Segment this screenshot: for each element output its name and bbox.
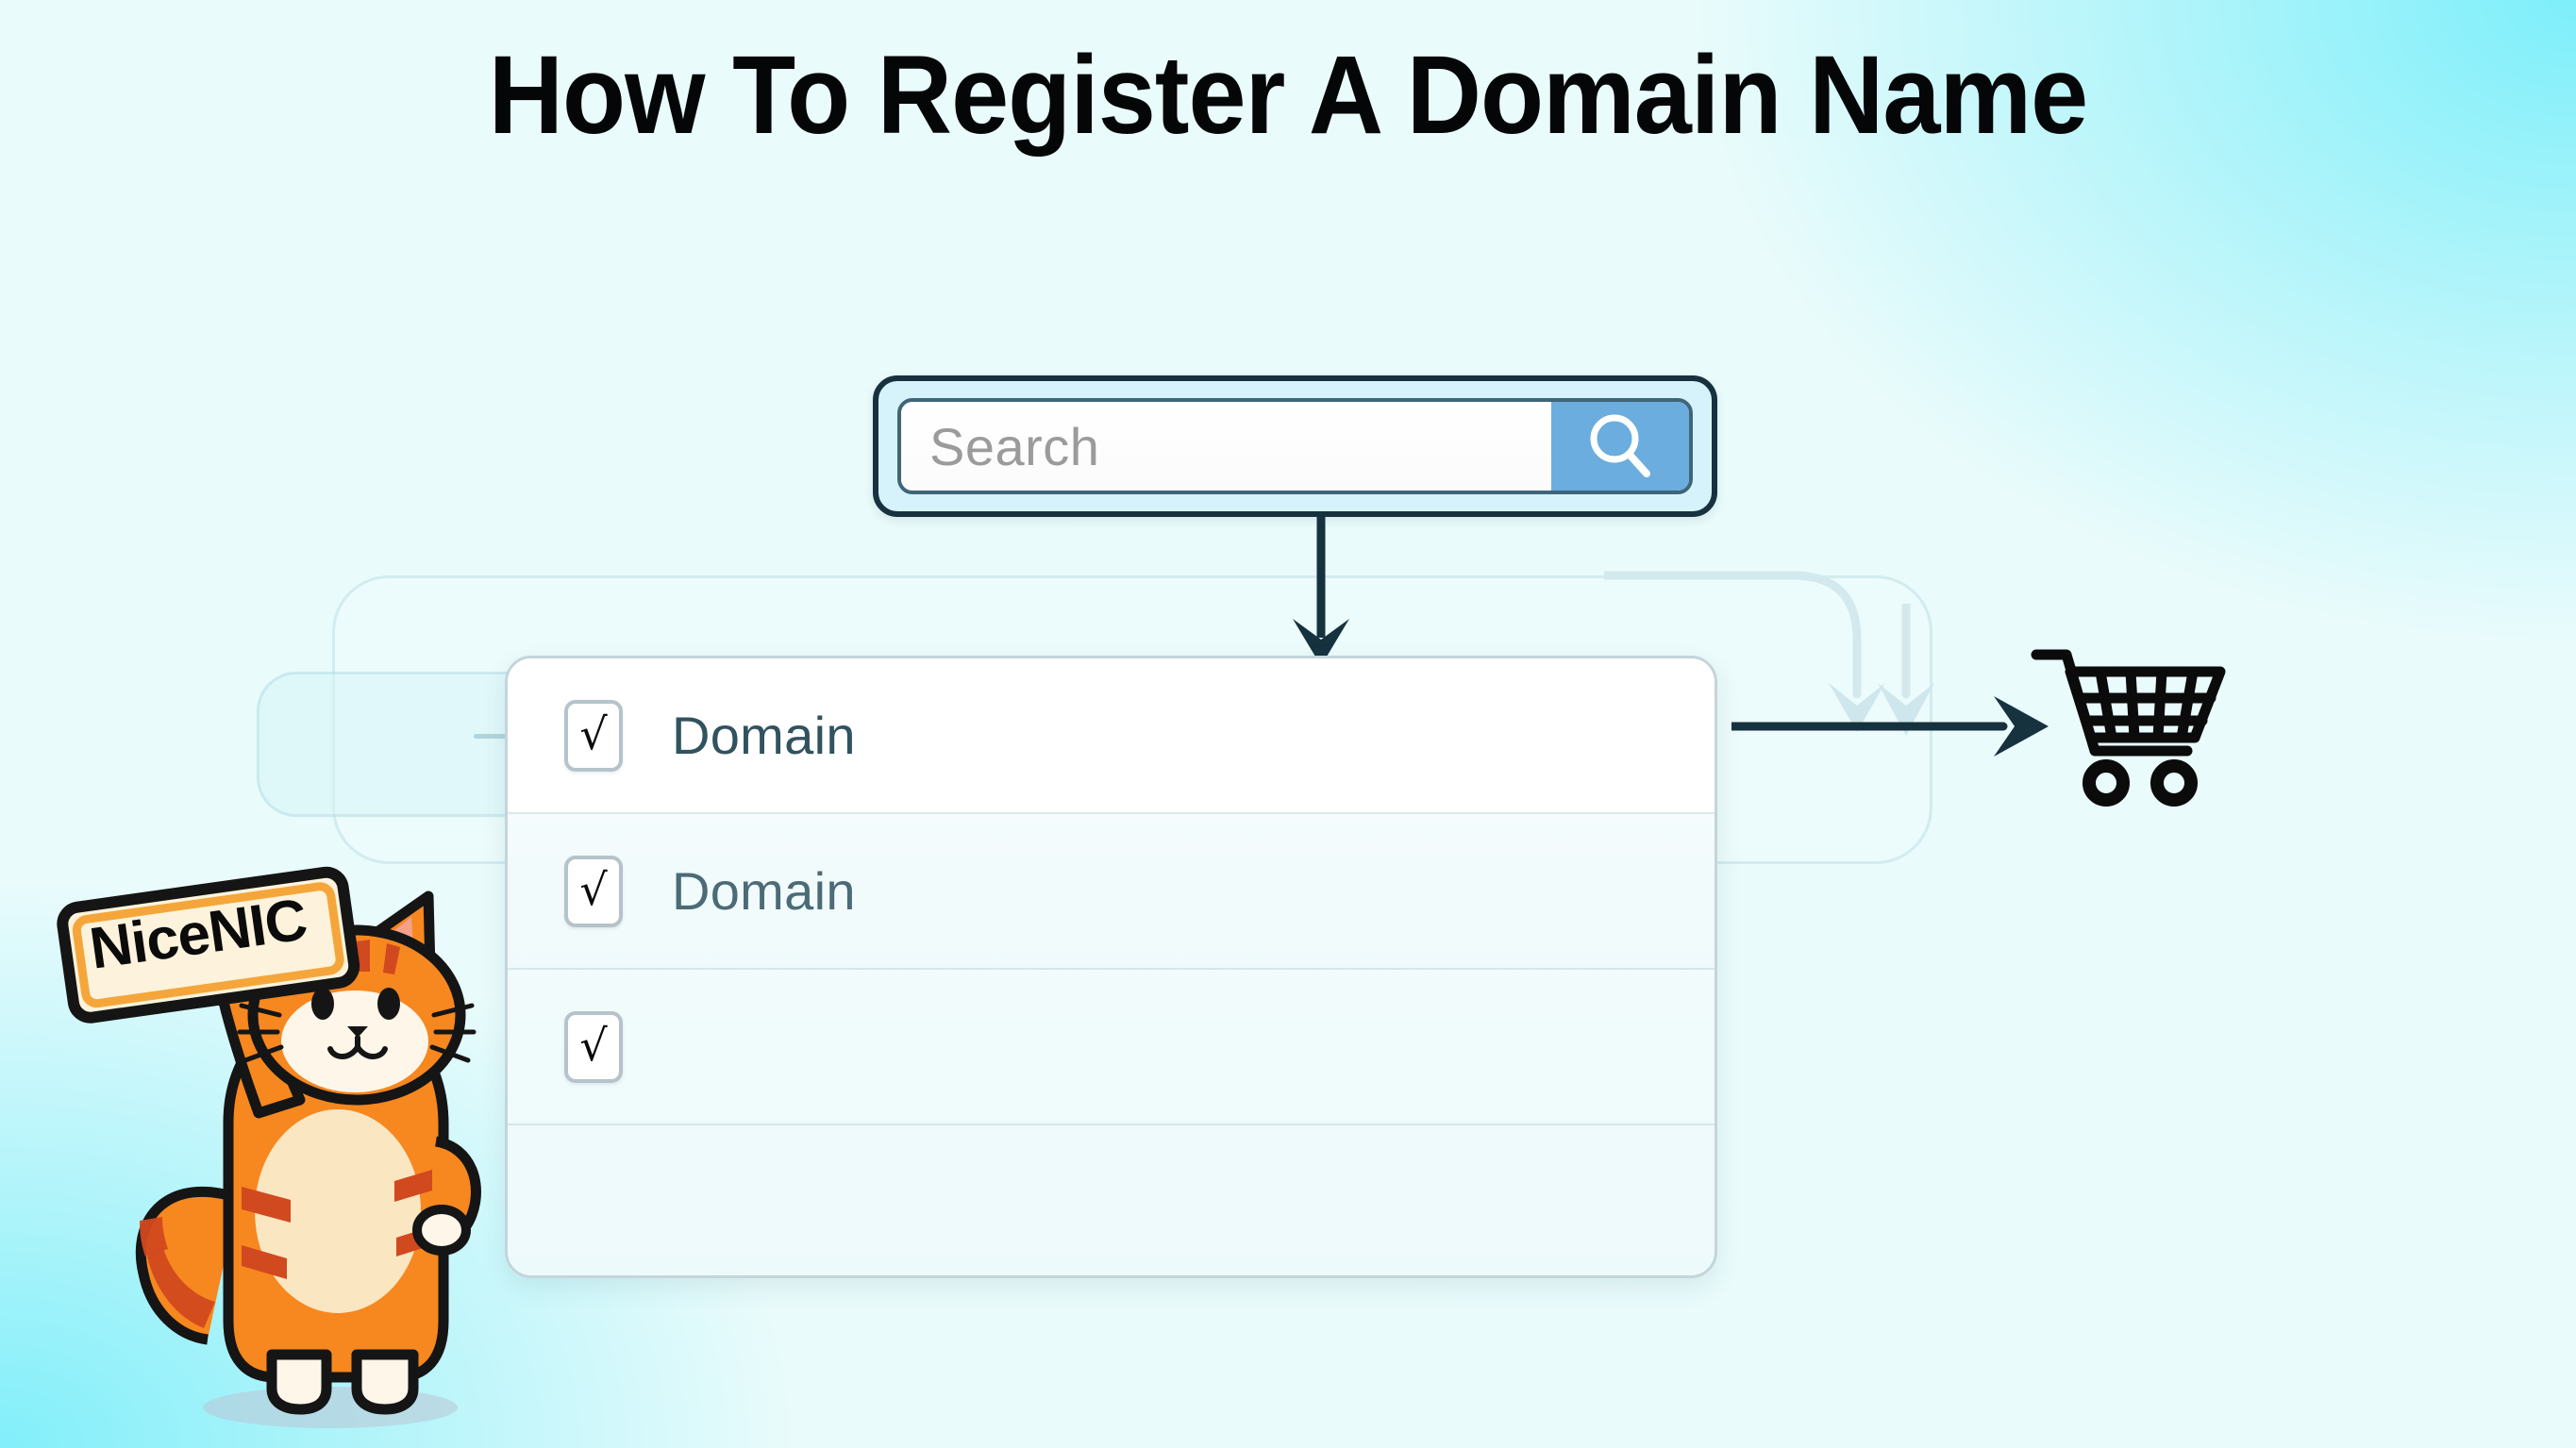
table-row[interactable]: √ Domain [508, 658, 1715, 814]
search-icon [1590, 414, 1650, 477]
search-input[interactable]: Search [901, 402, 1551, 491]
row-label: Domain [672, 861, 856, 921]
search-bar[interactable]: Search [873, 375, 1717, 517]
table-row[interactable]: √ [508, 970, 1715, 1125]
row-label: Domain [672, 706, 856, 765]
search-placeholder-text: Search [929, 416, 1100, 476]
table-row[interactable]: √ Domain [508, 814, 1715, 970]
check-icon: √ [579, 1019, 608, 1071]
check-icon: √ [579, 863, 608, 915]
page-title: How To Register A Domain Name [488, 33, 2089, 158]
shopping-cart-icon [2031, 649, 2226, 807]
table-row[interactable] [508, 1125, 1715, 1275]
check-icon: √ [579, 707, 608, 759]
row-checkbox[interactable]: √ [564, 855, 623, 927]
search-input-wrapper[interactable]: Search [897, 398, 1693, 494]
nicenic-cat-mascot [57, 866, 481, 1428]
search-submit-button[interactable] [1551, 402, 1689, 491]
domain-results-card: √ Domain √ Domain √ [505, 656, 1717, 1278]
row-checkbox[interactable]: √ [564, 1010, 623, 1083]
row-checkbox[interactable]: √ [564, 699, 623, 772]
